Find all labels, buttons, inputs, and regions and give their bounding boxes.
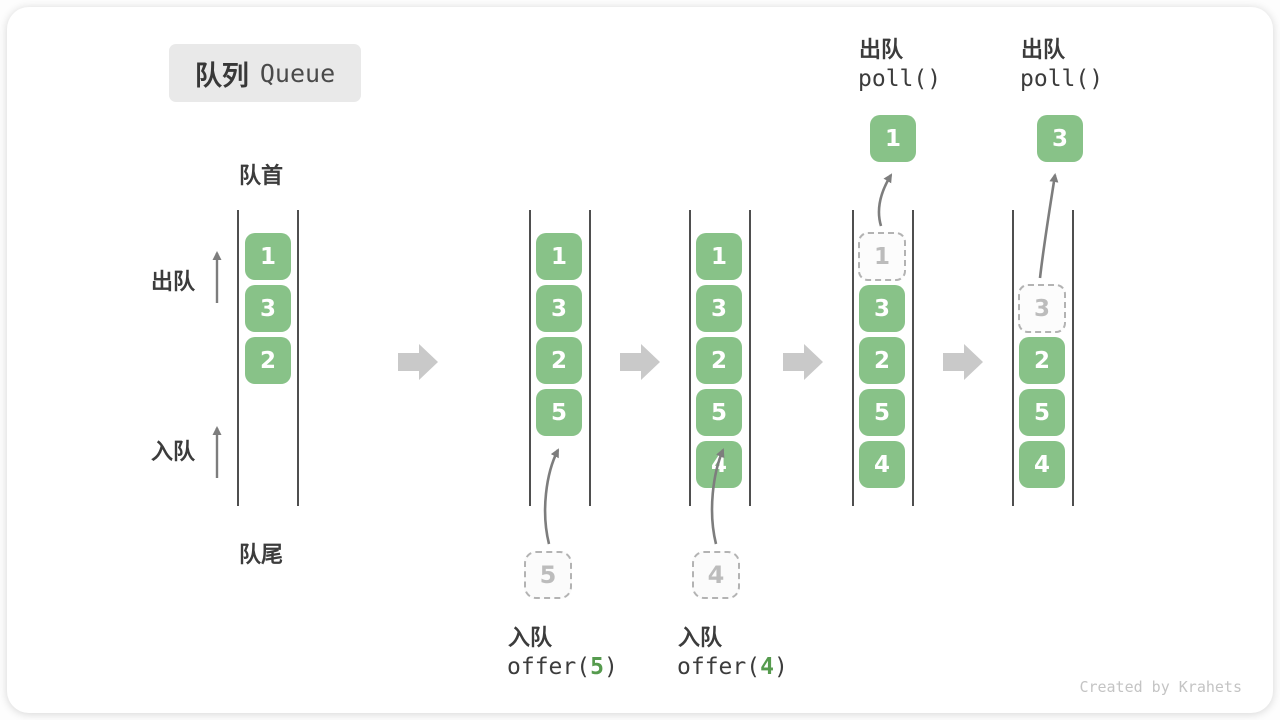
queue-item: 5 (859, 389, 905, 436)
label-enqueue-side: 入队 (151, 439, 196, 464)
dequeue-op-code: poll() (1020, 66, 1104, 92)
queue-item: 2 (1019, 337, 1065, 384)
queue-item: 4 (696, 441, 742, 488)
code-text: offer( (507, 654, 591, 680)
enqueue-source-box: 5 (524, 551, 572, 599)
code-arg: 4 (760, 654, 774, 680)
label-queue-rear: 队尾 (239, 542, 284, 567)
title-badge: 队列 Queue (169, 44, 361, 102)
watermark: Created by Krahets (1079, 678, 1242, 696)
queue-container-state-2 (529, 210, 591, 506)
diagram-canvas (7, 7, 1273, 713)
queue-container-state-4 (852, 210, 914, 506)
label-queue-front: 队首 (239, 163, 284, 188)
label-dequeue-side: 出队 (151, 269, 196, 294)
title-en: Queue (259, 58, 336, 88)
enqueue-op-code: offer(5) (507, 654, 618, 680)
queue-container-state-5 (1012, 210, 1074, 506)
dequeued-item: 3 (1037, 115, 1083, 162)
code-text: ) (773, 654, 788, 680)
queue-item: 5 (1019, 389, 1065, 436)
queue-item: 5 (536, 389, 582, 436)
queue-item-dashed: 3 (1018, 284, 1066, 333)
queue-item: 1 (245, 233, 291, 280)
queue-container-state-1 (237, 210, 299, 506)
queue-item-dashed: 1 (858, 232, 906, 281)
queue-item: 1 (536, 233, 582, 280)
title-zh: 队列 (194, 60, 249, 91)
enqueue-op-code: offer(4) (677, 654, 788, 680)
enqueue-op-label: 入队 (678, 625, 723, 650)
queue-item: 1 (696, 233, 742, 280)
queue-item: 3 (696, 285, 742, 332)
queue-item: 2 (536, 337, 582, 384)
queue-item: 2 (245, 337, 291, 384)
dequeue-op-label: 出队 (859, 37, 904, 62)
queue-item: 4 (1019, 441, 1065, 488)
queue-item: 3 (536, 285, 582, 332)
dequeued-item: 1 (870, 115, 916, 162)
enqueue-source-box: 4 (692, 551, 740, 599)
queue-item: 2 (859, 337, 905, 384)
queue-item: 3 (859, 285, 905, 332)
queue-item: 3 (245, 285, 291, 332)
dequeue-op-label: 出队 (1021, 37, 1066, 62)
code-text: offer( (677, 654, 761, 680)
queue-item: 5 (696, 389, 742, 436)
queue-item: 2 (696, 337, 742, 384)
queue-item: 4 (859, 441, 905, 488)
queue-container-state-3 (689, 210, 751, 506)
dequeue-op-code: poll() (858, 66, 942, 92)
code-text: ) (603, 654, 618, 680)
enqueue-op-label: 入队 (508, 625, 553, 650)
code-arg: 5 (590, 654, 604, 680)
